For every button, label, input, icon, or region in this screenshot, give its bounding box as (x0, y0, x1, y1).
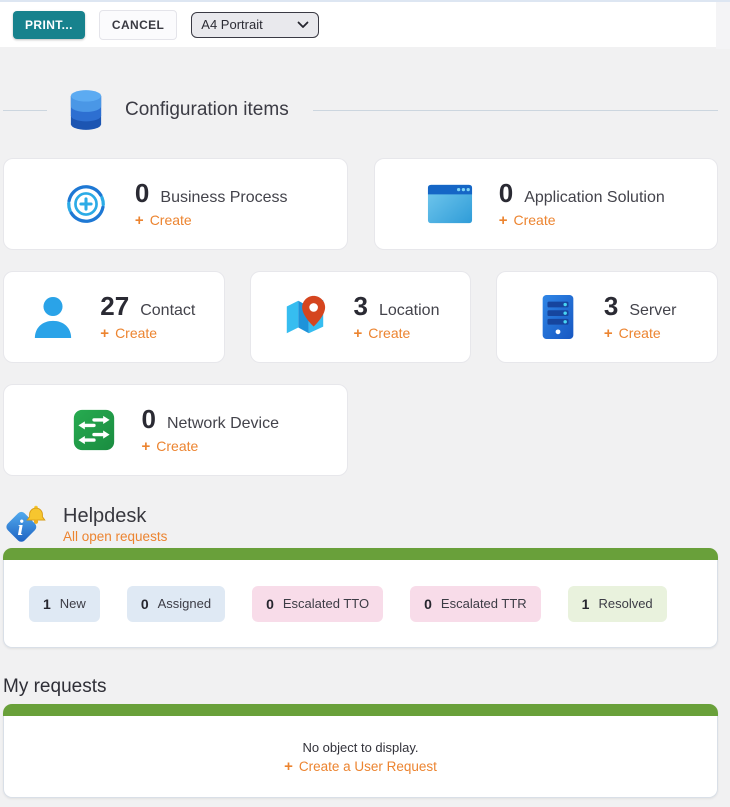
my-requests-panel: No object to display. + Create a User Re… (3, 704, 718, 798)
helpdesk-panel: 1 New 0 Assigned 0 Escalated TTO 0 Escal… (3, 548, 718, 648)
print-button[interactable]: PRINT... (13, 10, 85, 39)
divider-line (312, 109, 718, 111)
card-business-process[interactable]: 0 Business Process + Create (3, 158, 348, 250)
object-count: 0 (498, 178, 514, 208)
contact-icon (32, 294, 74, 340)
database-icon (69, 89, 103, 131)
divider-line (3, 109, 47, 111)
create-label: Create a User Request (298, 758, 437, 774)
card-row-2: 27 Contact + Create (3, 271, 718, 363)
svg-text:i: i (17, 515, 24, 540)
helpdesk-header: i Helpdesk All open requests (3, 502, 718, 548)
create-label: Create (618, 325, 661, 341)
scrollbar-track[interactable] (716, 2, 730, 49)
cancel-button[interactable]: CANCEL (98, 9, 178, 40)
badge-count: 0 (140, 595, 149, 612)
badge-resolved[interactable]: 1 Resolved (567, 585, 667, 622)
server-icon (538, 294, 578, 340)
card-network-device[interactable]: 0 Network Device + Create (3, 384, 348, 476)
plus-icon: + (498, 211, 508, 229)
create-link[interactable]: + Create (135, 212, 288, 228)
panel-top-bar (3, 704, 718, 716)
card-row-3: 0 Network Device + Create (3, 384, 718, 476)
create-link[interactable]: + Create (142, 438, 280, 454)
create-label: Create (149, 212, 192, 228)
section-title: Configuration items (125, 99, 289, 120)
badge-label: Escalated TTO (282, 596, 370, 611)
paper-format-select[interactable]: A4 Portrait (191, 11, 320, 38)
object-class-label[interactable]: Server (629, 302, 677, 319)
card-contact[interactable]: 27 Contact + Create (3, 271, 225, 363)
object-class-label[interactable]: Location (378, 302, 440, 319)
object-count: 3 (353, 291, 368, 321)
object-class-label[interactable]: Application Solution (524, 189, 665, 206)
print-toolbar: PRINT... CANCEL A4 Portrait (0, 0, 730, 49)
empty-list-message: No object to display. (302, 739, 419, 755)
plus-icon: + (141, 437, 151, 455)
card-server[interactable]: 3 Server + Create (496, 271, 718, 363)
chevron-down-icon (297, 21, 309, 29)
object-class-label[interactable]: Contact (140, 302, 196, 319)
badge-count: 0 (266, 595, 274, 612)
object-count: 27 (100, 291, 130, 321)
all-open-requests-link[interactable]: All open requests (63, 528, 168, 544)
card-application-solution[interactable]: 0 Application Solution + Create (373, 158, 718, 250)
create-link[interactable]: + Create (100, 325, 195, 341)
panel-top-bar (3, 548, 718, 560)
badge-escalated-tto[interactable]: 0 Escalated TTO (252, 585, 384, 622)
plus-icon: + (100, 324, 110, 342)
create-label: Create (115, 325, 158, 341)
badge-escalated-ttr[interactable]: 0 Escalated TTR (410, 585, 541, 622)
plus-icon: + (134, 211, 144, 229)
object-count: 0 (134, 178, 150, 208)
create-label: Create (368, 325, 411, 341)
badge-count: 0 (424, 595, 432, 612)
object-class-label[interactable]: Business Process (160, 189, 288, 206)
create-link[interactable]: + Create (354, 325, 440, 341)
business-process-icon (63, 181, 109, 227)
helpdesk-badges: 1 New 0 Assigned 0 Escalated TTO 0 Escal… (3, 560, 718, 648)
badge-label: Resolved (598, 596, 653, 611)
configuration-items-header: Configuration items (3, 87, 718, 133)
plus-icon: + (353, 324, 363, 342)
network-device-icon (72, 408, 116, 452)
application-solution-icon (427, 183, 473, 225)
badge-label: Assigned (157, 596, 212, 611)
create-label: Create (513, 212, 556, 228)
card-row-1: 0 Business Process + Create (3, 158, 718, 250)
object-class-label[interactable]: Network Device (166, 415, 279, 432)
badge-label: Escalated TTR (440, 596, 527, 611)
create-user-request-link[interactable]: + Create a User Request (284, 759, 437, 774)
badge-new[interactable]: 1 New (29, 585, 100, 622)
badge-assigned[interactable]: 0 Assigned (126, 585, 226, 622)
helpdesk-info-bell-icon: i (3, 503, 47, 547)
object-count: 3 (603, 291, 619, 321)
object-count: 0 (141, 404, 156, 434)
card-location[interactable]: 3 Location + Create (249, 271, 472, 363)
badge-label: New (59, 596, 86, 611)
dashboard: Configuration items 0 Business Process (0, 87, 730, 798)
section-title: Helpdesk (63, 504, 147, 527)
paper-format-value: A4 Portrait (201, 17, 263, 32)
badge-count: 1 (581, 595, 590, 612)
create-label: Create (156, 438, 199, 454)
create-link[interactable]: + Create (499, 212, 665, 228)
create-link[interactable]: + Create (604, 325, 677, 341)
my-requests-title: My requests (3, 676, 107, 697)
plus-icon: + (603, 324, 613, 342)
badge-count: 1 (43, 595, 51, 612)
location-icon (282, 294, 328, 340)
plus-icon: + (284, 757, 293, 775)
